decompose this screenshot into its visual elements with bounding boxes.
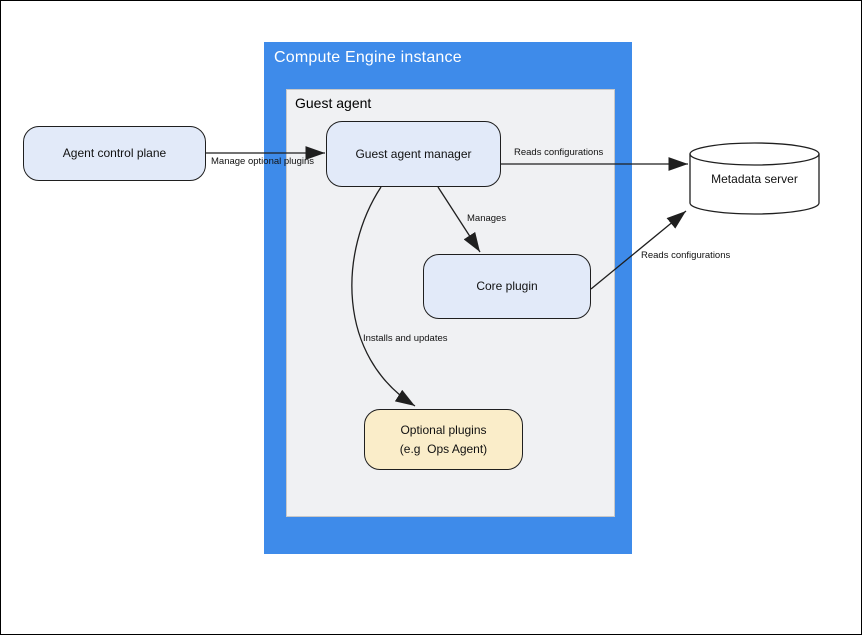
guest-agent-panel-label: Guest agent [295,95,372,111]
edge-label-manage-optional-plugins: Manage optional plugins [211,156,314,167]
edge-label-manager-reads-configurations: Reads configurations [514,147,604,158]
node-metadata-server-label: Metadata server [711,172,798,186]
node-optional-plugins: Optional plugins (e.g Ops Agent) [364,409,523,470]
edge-label-manages: Manages [467,213,507,224]
node-guest-agent-manager-label: Guest agent manager [355,146,472,161]
node-core-plugin-label: Core plugin [476,279,538,294]
node-optional-plugins-label-line2: (e.g Ops Agent) [399,441,488,456]
node-agent-control-plane-label: Agent control plane [62,146,167,161]
compute-engine-instance-title: Compute Engine instance [274,49,462,66]
node-guest-agent-manager: Guest agent manager [326,121,501,187]
node-core-plugin: Core plugin [423,254,591,319]
edge-label-core-reads-configurations: Reads configurations [641,250,731,261]
edge-label-installs-and-updates: Installs and updates [363,333,448,344]
node-agent-control-plane: Agent control plane [23,126,206,181]
node-optional-plugins-label-line1: Optional plugins [400,422,487,437]
